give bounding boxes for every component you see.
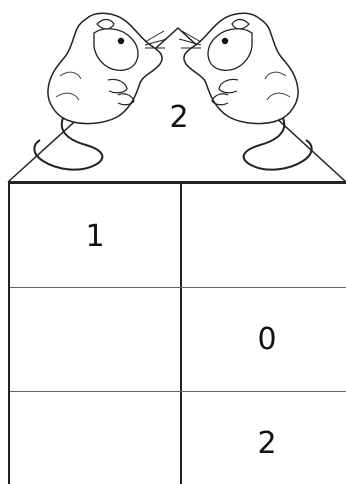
mouse-right-icon (179, 13, 312, 169)
cell-value: 0 (257, 322, 276, 357)
cell-row-1-left: 1 (10, 184, 180, 284)
house-roof (0, 0, 346, 190)
cell-row-3-right: 2 (182, 392, 346, 484)
roof-number: 2 (163, 98, 195, 138)
cell-value: 2 (257, 426, 276, 461)
mouse-left-icon (34, 13, 167, 169)
cell-row-2-right: 0 (182, 288, 346, 388)
cell-value: 1 (85, 219, 104, 254)
cell-row-1-right (182, 184, 346, 284)
number-house-grid: 1 0 2 (8, 182, 346, 484)
cell-row-2-left (10, 288, 180, 388)
cell-row-3-left (10, 392, 180, 484)
